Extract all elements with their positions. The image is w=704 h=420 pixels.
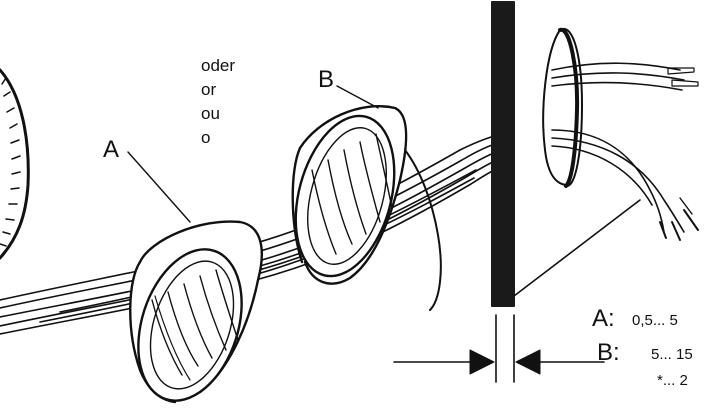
spec-a-range: 0,5... 5 (632, 312, 678, 329)
detail-view-hole (542, 27, 699, 241)
alt-word-fr: ou (201, 104, 220, 123)
leader-line-a (127, 151, 191, 223)
spec-b-range: 5... 15 (651, 346, 693, 363)
label-a: A (103, 136, 120, 163)
thickness-dimension (393, 349, 605, 375)
wall-panel (491, 1, 515, 307)
spec-a-key: A: (592, 305, 615, 332)
alt-word-en: or (201, 80, 217, 99)
spec-star-range: *... 2 (657, 372, 688, 389)
leader-line-b (336, 85, 379, 109)
spec-b-key: B: (597, 339, 620, 366)
device-housing-edge (0, 68, 30, 260)
label-b: B (318, 66, 335, 93)
grommet-a (129, 220, 263, 404)
grommet-b (291, 105, 442, 311)
alt-word-de: oder (201, 56, 236, 75)
alt-word-it: o (201, 128, 211, 147)
detail-callout-line (513, 199, 641, 297)
